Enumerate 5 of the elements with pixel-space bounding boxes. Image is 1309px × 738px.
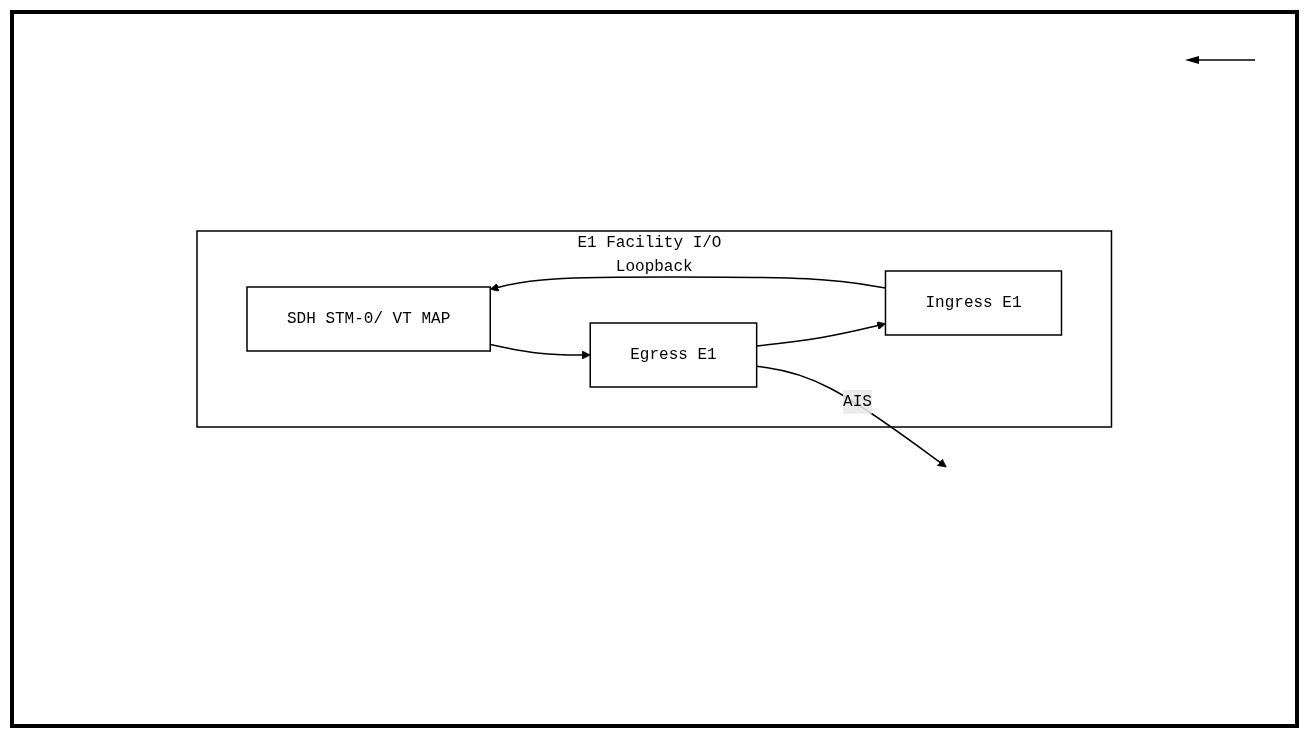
edge-label: AIS (843, 392, 873, 411)
node-box: SDH STM-0/ VT MAP (246, 286, 492, 352)
node-box: Ingress E1 (884, 270, 1063, 336)
node-box: Egress E1 (589, 322, 758, 388)
arrow (756, 365, 947, 468)
